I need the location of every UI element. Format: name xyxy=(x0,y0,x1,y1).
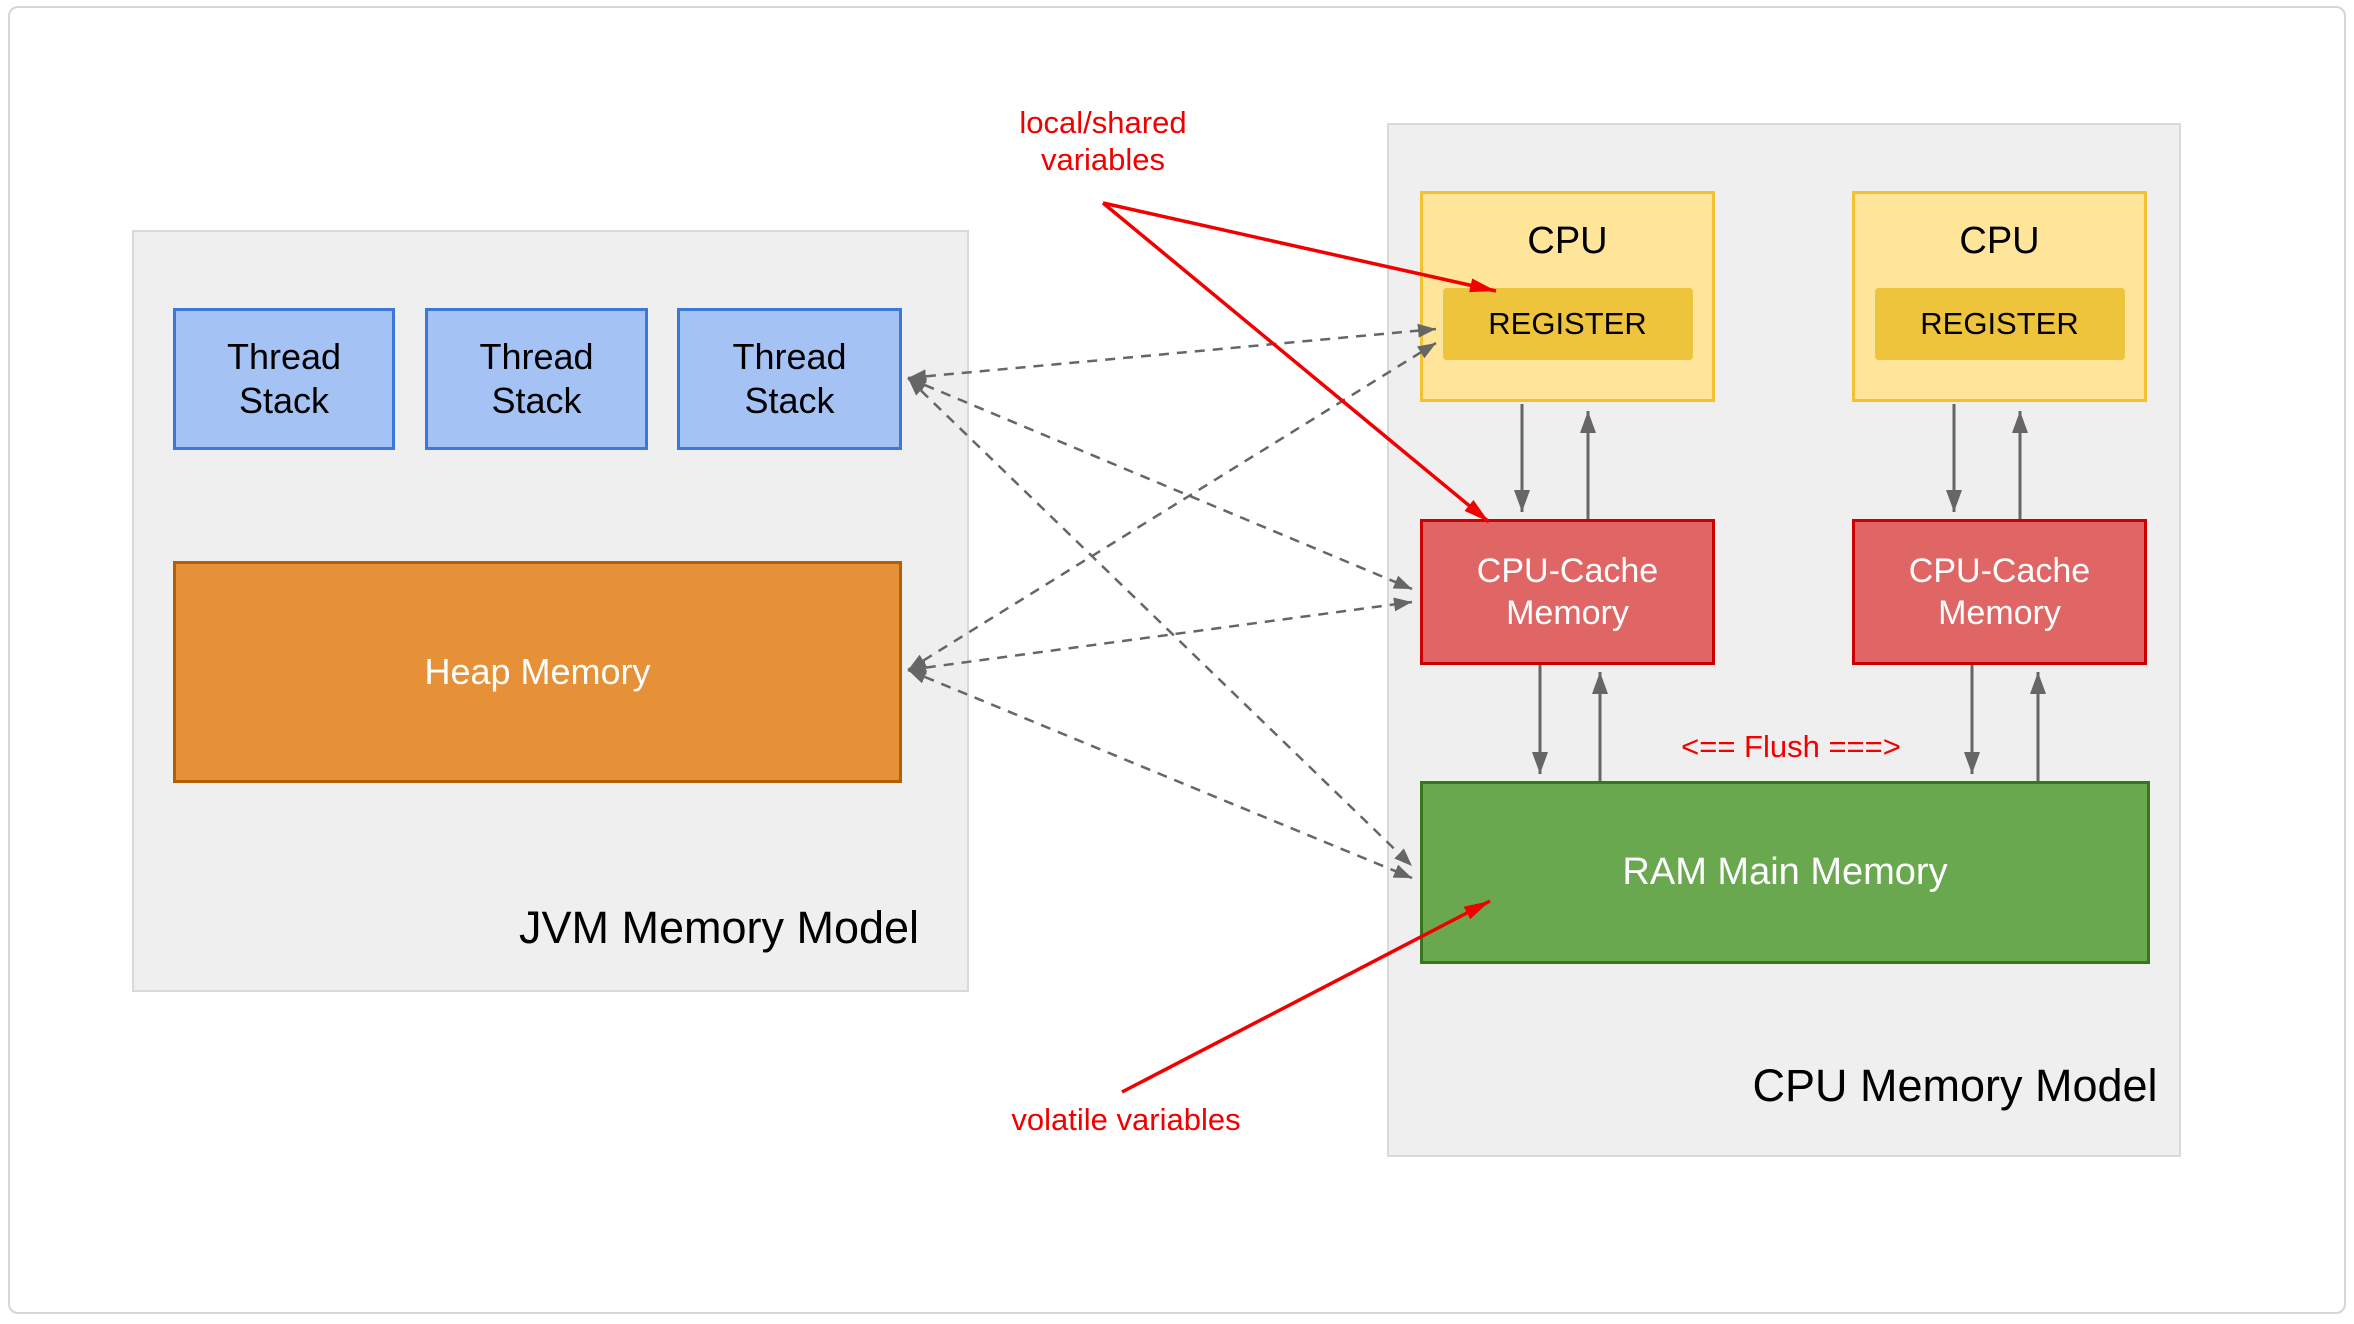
register-box-1: REGISTER xyxy=(1442,288,1693,360)
volatile-variables-label: volatile variables xyxy=(1011,1101,1241,1137)
cpu-title-1: CPU xyxy=(1527,219,1608,262)
thread-stack-box-1: Thread Stack xyxy=(173,308,395,450)
thread-stack-box-3: Thread Stack xyxy=(677,308,902,450)
heap-memory-box: Heap Memory xyxy=(173,561,902,783)
cpu-cache-box-2: CPU-Cache Memory xyxy=(1852,519,2147,665)
thread-stack-box-2: Thread Stack xyxy=(425,308,648,450)
jvm-model-title: JVM Memory Model xyxy=(518,902,920,953)
ram-main-memory-box: RAM Main Memory xyxy=(1420,781,2150,964)
local-shared-variables-label: local/shared variables xyxy=(1019,105,1187,177)
cpu-box-2: CPU REGISTER xyxy=(1852,191,2147,402)
cpu-model-title: CPU Memory Model xyxy=(1752,1060,2158,1111)
cpu-title-2: CPU xyxy=(1959,219,2040,262)
cpu-box-1: CPU REGISTER xyxy=(1420,191,1715,402)
cpu-cache-box-1: CPU-Cache Memory xyxy=(1420,519,1715,665)
register-box-2: REGISTER xyxy=(1874,288,2125,360)
flush-annotation: <== Flush ===> xyxy=(1681,728,1901,764)
